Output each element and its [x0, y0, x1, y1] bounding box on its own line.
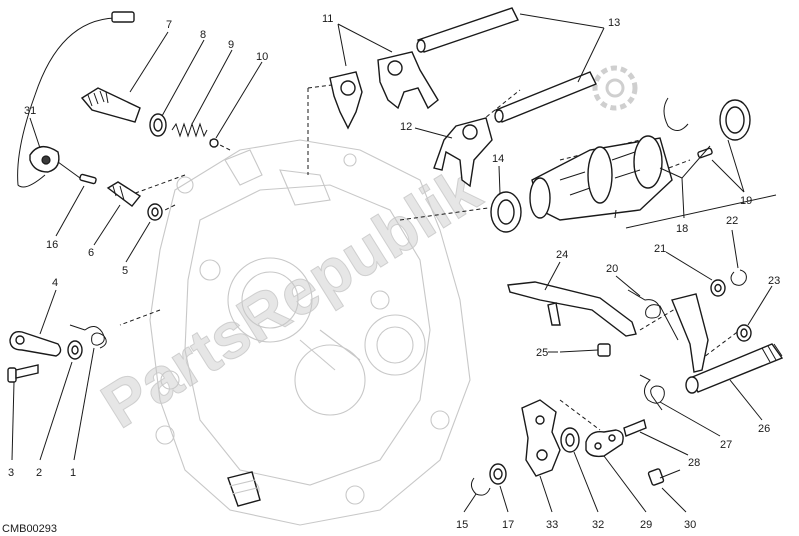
callout-16: 16 [46, 239, 58, 251]
callout-numbers: 1 2 3 4 5 6 7 8 9 10 11 12 13 14 15 16 1… [8, 13, 780, 531]
fork-shaft-13a [416, 7, 519, 53]
spring-20 [627, 289, 679, 341]
diagram-code: CMB00293 [2, 523, 58, 535]
gear-watermark-icon [592, 65, 638, 111]
bolt-25 [559, 343, 611, 357]
plate-24 [507, 281, 637, 337]
callout-19: 19 [740, 195, 752, 207]
spring-1 [69, 324, 107, 349]
callout-8: 8 [200, 29, 206, 41]
callout-11: 11 [322, 13, 333, 25]
callout-2: 2 [36, 467, 42, 479]
pin-16 [79, 173, 97, 185]
washer-21 [710, 279, 726, 297]
pin-small-drum [697, 147, 713, 159]
callout-32: 32 [592, 519, 604, 531]
callout-14: 14 [492, 153, 504, 165]
callout-5: 5 [122, 265, 128, 277]
screw-30 [647, 468, 681, 486]
lever-4 [9, 330, 62, 357]
ball-10 [209, 138, 219, 148]
callout-17: 17 [502, 519, 514, 531]
washer-32 [560, 427, 580, 453]
callout-28: 28 [688, 457, 700, 469]
circlip-15 [470, 477, 491, 496]
callout-15: 15 [456, 519, 468, 531]
selector-plate-33 [521, 399, 561, 477]
shift-shaft-26 [671, 293, 784, 394]
callout-20: 20 [606, 263, 618, 275]
callout-30: 30 [684, 519, 696, 531]
sensor-with-cable [17, 11, 135, 188]
screw-28 [623, 419, 647, 437]
callout-22: 22 [726, 215, 738, 227]
crankcase-half [149, 139, 471, 526]
callout-18: 18 [676, 223, 688, 235]
washer-19 [719, 99, 751, 141]
callout-13: 13 [608, 17, 620, 29]
selector-drum-18 [529, 135, 673, 221]
circlip-22 [730, 269, 747, 286]
screw-3 [7, 364, 39, 383]
callout-3: 3 [8, 467, 14, 479]
spring-9 [171, 122, 208, 138]
leader-lines [11, 13, 777, 513]
callout-10: 10 [256, 51, 268, 63]
callout-6: 6 [88, 247, 94, 259]
shift-fork-12 [433, 117, 493, 188]
washer-2 [67, 340, 83, 360]
callout-27: 27 [720, 439, 732, 451]
callout-33: 33 [546, 519, 558, 531]
bearing-14 [490, 191, 522, 233]
oil-filter [227, 471, 261, 507]
spring-27 [639, 374, 665, 411]
callout-1: 1 [70, 467, 76, 479]
washer-17 [489, 463, 507, 485]
callout-21: 21 [654, 243, 666, 255]
callout-23: 23 [768, 275, 780, 287]
switch-6 [106, 181, 142, 207]
plug-7 [80, 87, 141, 123]
callout-12: 12 [400, 121, 412, 133]
fork-shaft-13b [494, 71, 597, 123]
link-plate-29 [585, 429, 624, 458]
callout-9: 9 [228, 39, 234, 51]
callout-7: 7 [166, 19, 172, 31]
washer-5 [147, 203, 163, 221]
callout-26: 26 [758, 423, 770, 435]
shift-fork-11a [329, 71, 363, 130]
washer-8 [149, 113, 167, 137]
callout-29: 29 [640, 519, 652, 531]
callout-24: 24 [556, 249, 568, 261]
shift-fork-11b [377, 51, 439, 110]
circlip-upper [663, 97, 689, 131]
bushing-23 [736, 324, 752, 342]
callout-25: 25 [536, 347, 548, 359]
callout-31: 31 [24, 105, 36, 117]
callout-4: 4 [52, 277, 58, 289]
